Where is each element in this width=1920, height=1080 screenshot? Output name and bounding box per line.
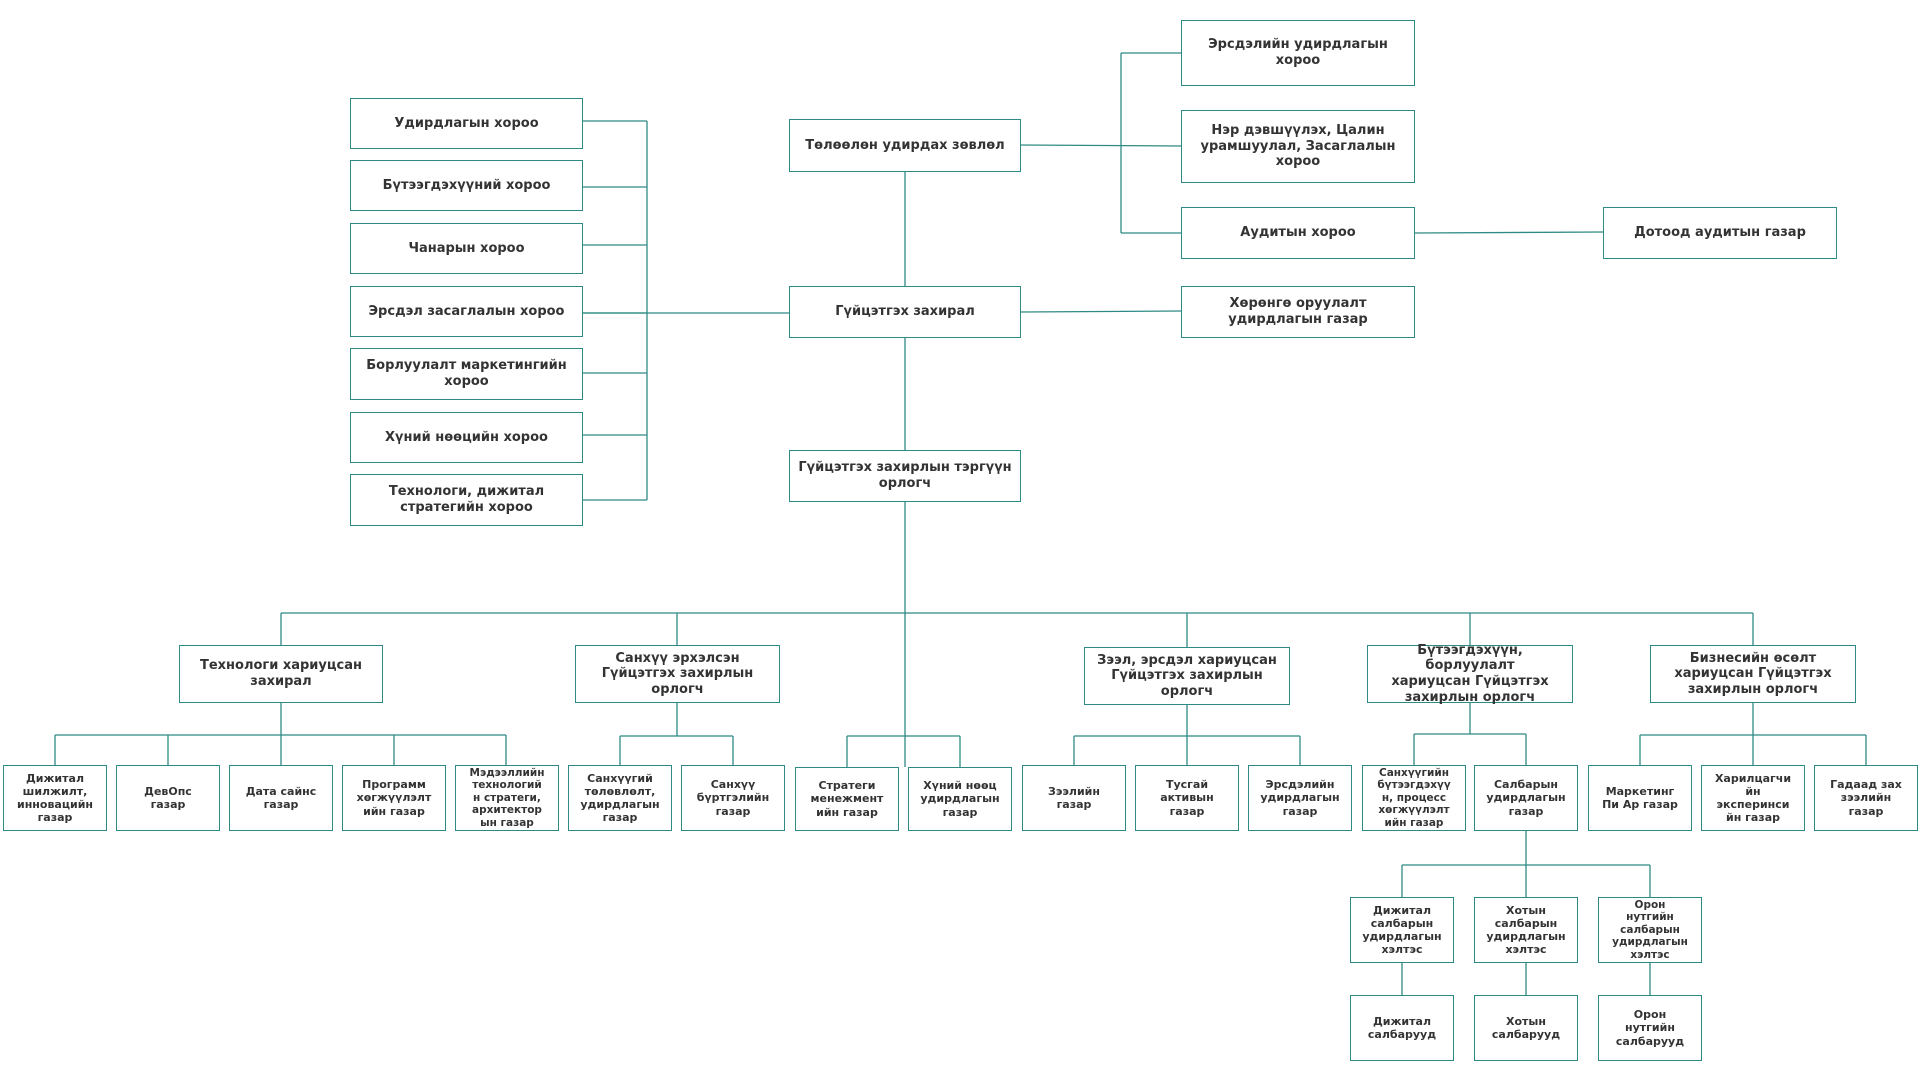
branch-regional-center-box: Орон нутгийн салбарын удирдлагын хэлтэс — [1598, 897, 1702, 963]
committee-product-box: Бүтээгдэхүүний хороо — [350, 160, 583, 211]
division-product-sales-box: Бүтээгдэхүүн, борлуулалт хариуцсан Гүйцэ… — [1367, 643, 1573, 705]
unit-marketing-pr-box: Маркетинг Пи Ар газар — [1588, 765, 1692, 831]
unit-customer-experience-box: Харилцагчи йн эксперинси йн газар — [1701, 765, 1805, 831]
committee-management-box: Удирдлагын хороо — [350, 98, 583, 149]
risk-committee-box: Эрсдэлийн удирдлагын хороо — [1181, 20, 1415, 86]
unit-foreign-market-box: Гадаад зах зээлийн газар — [1814, 765, 1918, 831]
unit-it-strategy-box: Мэдээллийн технологий н стратеги, архите… — [455, 765, 559, 831]
internal-audit-box: Дотоод аудитын газар — [1603, 207, 1837, 259]
first-deputy-ceo-box: Гүйцэтгэх захирлын тэргүүн орлогч — [789, 450, 1021, 502]
committee-sales-marketing-box: Борлуулалт маркетингийн хороо — [350, 348, 583, 400]
committee-hr-box: Хүний нөөцийн хороо — [350, 412, 583, 463]
ceo-box: Гүйцэтгэх захирал — [789, 286, 1021, 338]
board-of-directors-box: Төлөөлөн удирдах зөвлөл — [789, 119, 1021, 172]
nomination-committee-box: Нэр дэвшүүлэх, Цалин урамшуулал, Засагла… — [1181, 110, 1415, 183]
division-technology-box: Технологи хариуцсан захирал — [179, 645, 383, 703]
unit-branch-management-box: Салбарын удирдлагын газар — [1474, 765, 1578, 831]
unit-hr-management-box: Хүний нөөц удирдлагын газар — [908, 767, 1012, 831]
branches-regional-box: Орон нутгийн салбарууд — [1598, 995, 1702, 1061]
committee-risk-governance-box: Эрсдэл засаглалын хороо — [350, 286, 583, 337]
unit-credit-box: Зээлийн газар — [1022, 765, 1126, 831]
unit-special-assets-box: Тусгай активын газар — [1135, 765, 1239, 831]
unit-risk-management-box: Эрсдэлийн удирдлагын газар — [1248, 765, 1352, 831]
asset-recovery-box: Хөрөнгө оруулалт удирдлагын газар — [1181, 286, 1415, 338]
branch-city-center-box: Хотын салбарын удирдлагын хэлтэс — [1474, 897, 1578, 963]
unit-software-dev-box: Программ хөгжүүлэлт ийн газар — [342, 765, 446, 831]
division-credit-risk-box: Зээл, эрсдэл хариуцсан Гүйцэтгэх захирлы… — [1084, 647, 1290, 705]
branches-digital-box: Дижитал салбарууд — [1350, 995, 1454, 1061]
division-business-growth-box: Бизнесийн өсөлт хариуцсан Гүйцэтгэх захи… — [1650, 645, 1856, 703]
unit-data-science-box: Дата сайнс газар — [229, 765, 333, 831]
audit-committee-box: Аудитын хороо — [1181, 207, 1415, 259]
unit-financial-planning-box: Санхүүгий төлөвлөлт, удирдлагын газар — [568, 765, 672, 831]
division-finance-box: Санхүү эрхэлсэн Гүйцэтгэх захирлын орлог… — [575, 645, 780, 703]
branches-city-box: Хотын салбарууд — [1474, 995, 1578, 1061]
unit-accounting-box: Санхүү бүртгэлийн газар — [681, 765, 785, 831]
unit-devops-box: ДевОпс газар — [116, 765, 220, 831]
unit-product-process-box: Санхүүгийн бүтээгдэхүү н, процесс хөгжүү… — [1362, 765, 1466, 831]
committee-quality-box: Чанарын хороо — [350, 223, 583, 274]
committee-technology-box: Технологи, дижитал стратегийн хороо — [350, 474, 583, 526]
unit-digital-transformation-box: Дижитал шилжилт, инновацийн газар — [3, 765, 107, 831]
branch-digital-center-box: Дижитал салбарын удирдлагын хэлтэс — [1350, 897, 1454, 963]
unit-strategy-management-box: Стратеги менежмент ийн газар — [795, 767, 899, 831]
